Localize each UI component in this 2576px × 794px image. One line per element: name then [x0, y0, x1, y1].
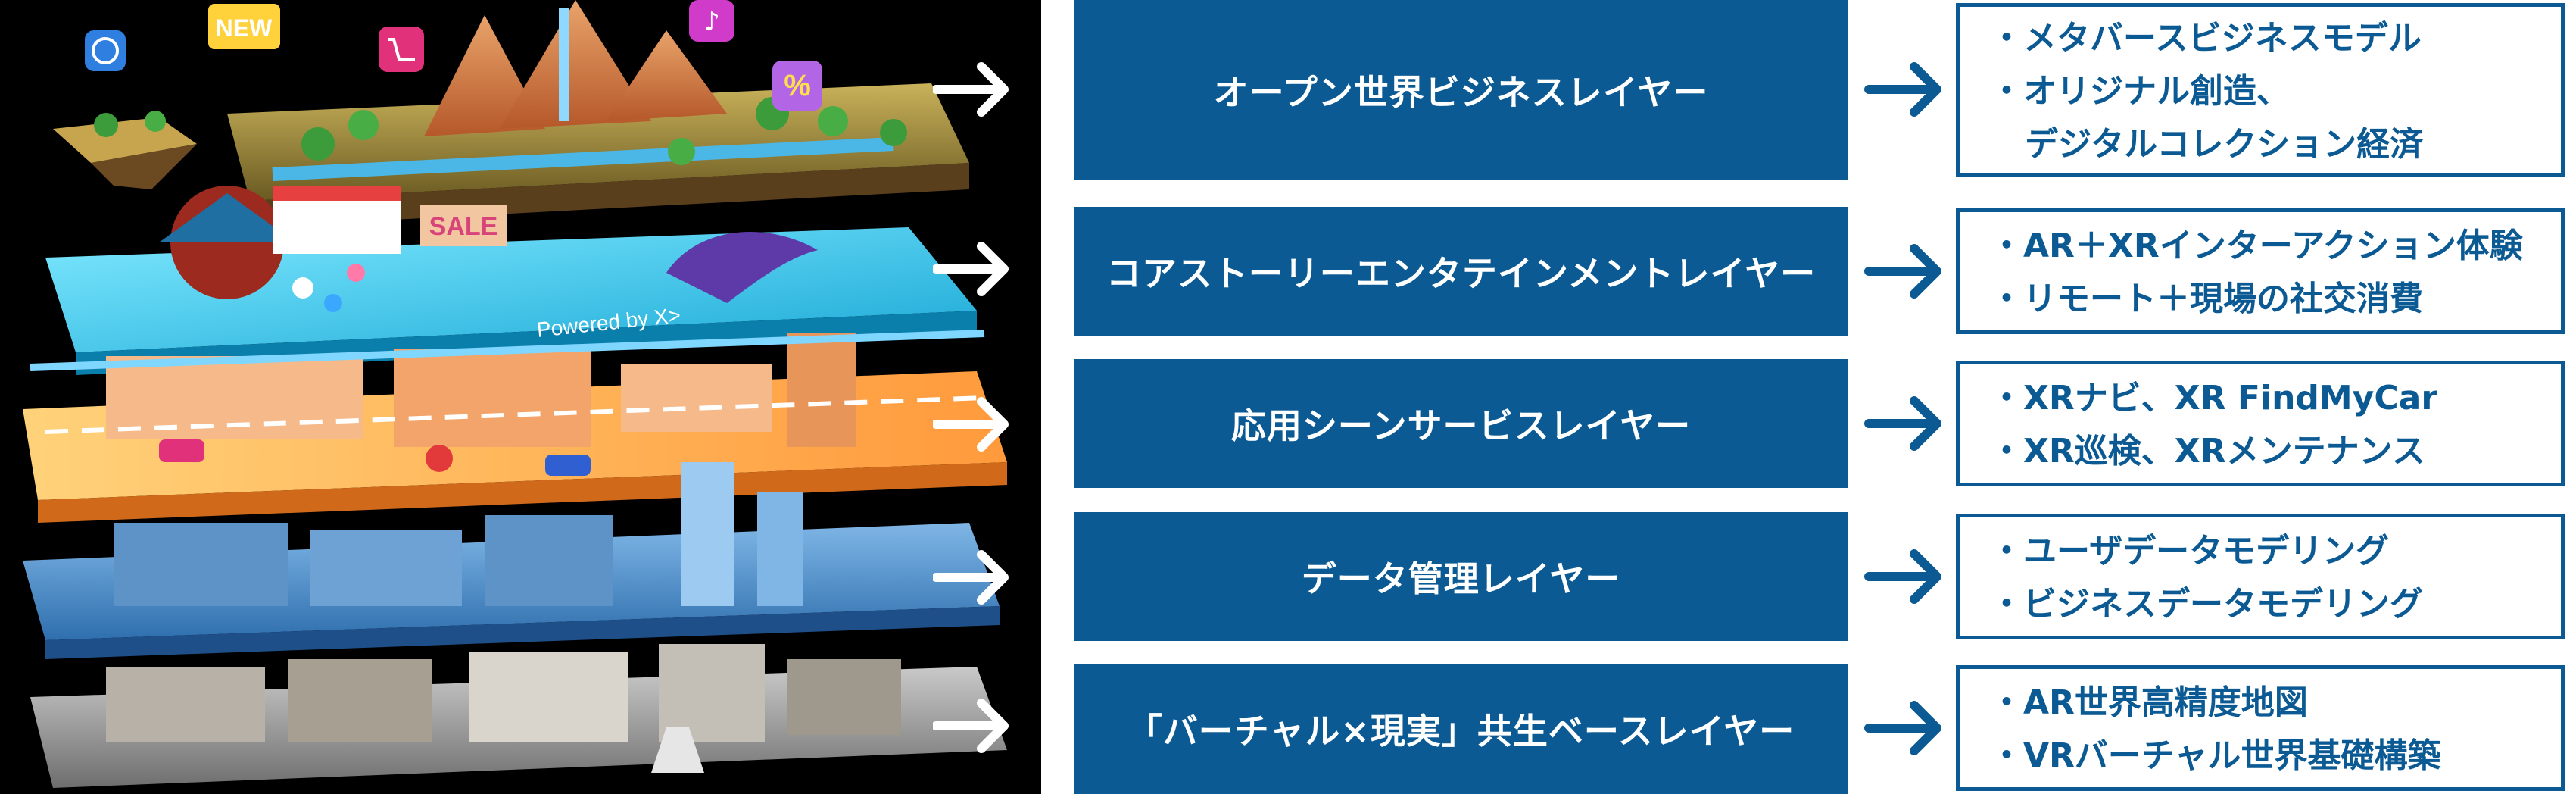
- layer-label: データ管理レイヤー: [1301, 558, 1621, 599]
- feature-item: ・AR＋XRインターアクション体験: [1990, 227, 2523, 265]
- feature-item: ・メタバースビジネスモデル: [1990, 19, 2422, 58]
- layer-data-management: データ管理レイヤー: [1074, 512, 1848, 641]
- white-arrow-2: [933, 242, 1009, 296]
- base-layer: [30, 644, 1007, 788]
- cart-icon: [379, 27, 424, 72]
- blue-arrow-5: [1864, 701, 1941, 755]
- white-arrow-3: [933, 397, 1009, 452]
- features-application-scene-service: ・XRナビ、XR FindMyCar ・XR巡検、XRメンテナンス: [1956, 361, 2565, 486]
- layer-label: 応用シーンサービスレイヤー: [1230, 405, 1692, 446]
- svg-text:♪: ♪: [703, 7, 720, 37]
- layered-city-illustration: NEW ♪ % SALE Powered by X>: [0, 0, 1041, 794]
- white-arrow-1: [933, 62, 1009, 117]
- layer-core-story-entertainment: コアストーリーエンタテインメントレイヤー: [1074, 207, 1848, 336]
- floating-island: [53, 111, 197, 189]
- entertainment-layer: SALE Powered by X>: [45, 186, 977, 375]
- feature-item: ・VRバーチャル世界基礎構築: [1990, 736, 2441, 775]
- layer-label: オープン世界ビジネスレイヤー: [1213, 72, 1709, 113]
- white-arrow-5: [933, 699, 1009, 753]
- features-virtual-real-symbiosis-base: ・AR世界高精度地図 ・VRバーチャル世界基礎構築: [1956, 665, 2565, 791]
- feature-item: ・XR巡検、XRメンテナンス: [1990, 432, 2425, 470]
- layer-open-world-business: オープン世界ビジネスレイヤー: [1074, 0, 1848, 180]
- sale-sign-label: SALE: [429, 212, 498, 241]
- new-sign: [208, 4, 280, 49]
- features-core-story-entertainment: ・AR＋XRインターアクション体験 ・リモート＋現場の社交消費: [1956, 208, 2565, 334]
- feature-item: ・ビジネスデータモデリング: [1990, 585, 2423, 624]
- dragon: [666, 232, 818, 303]
- layer-virtual-real-symbiosis-base: 「バーチャル×現実」共生ベースレイヤー: [1074, 664, 1848, 794]
- blue-arrow-3: [1864, 396, 1941, 451]
- data-layer: [23, 462, 1000, 659]
- feature-item: デジタルコレクション経済: [2025, 125, 2424, 164]
- layer-application-scene-service: 応用シーンサービスレイヤー: [1074, 359, 1848, 488]
- globe-icon: [85, 30, 126, 71]
- shop-stall: [273, 193, 401, 254]
- illustration-svg: NEW ♪ % SALE Powered by X>: [23, 0, 1007, 788]
- sale-sign: [420, 205, 507, 246]
- feature-item: ・ユーザデータモデリング: [1990, 532, 2390, 570]
- feature-item: ・XRナビ、XR FindMyCar: [1990, 379, 2438, 417]
- blue-arrow-1: [1864, 62, 1941, 117]
- layer-label: コアストーリーエンタテインメントレイヤー: [1106, 253, 1817, 294]
- white-arrow-4: [933, 550, 1009, 605]
- layer-label: 「バーチャル×現実」共生ベースレイヤー: [1127, 711, 1795, 752]
- percent-icon: [772, 61, 822, 111]
- new-sign-label: NEW: [216, 14, 273, 42]
- features-open-world-business: ・メタバースビジネスモデル ・オリジナル創造、 デジタルコレクション経済: [1956, 3, 2565, 177]
- blue-arrow-2: [1864, 244, 1941, 299]
- feature-item: ・オリジナル創造、: [1990, 72, 2290, 111]
- service-layer: [23, 330, 1007, 523]
- music-icon: [689, 0, 734, 42]
- features-data-management: ・ユーザデータモデリング ・ビジネスデータモデリング: [1956, 514, 2565, 639]
- blue-arrow-4: [1864, 549, 1941, 604]
- feature-item: ・AR世界高精度地図: [1990, 683, 2308, 722]
- svg-text:%: %: [784, 69, 811, 102]
- floating-icons: NEW ♪ %: [85, 0, 822, 111]
- feature-item: ・リモート＋現場の社交消費: [1990, 280, 2423, 318]
